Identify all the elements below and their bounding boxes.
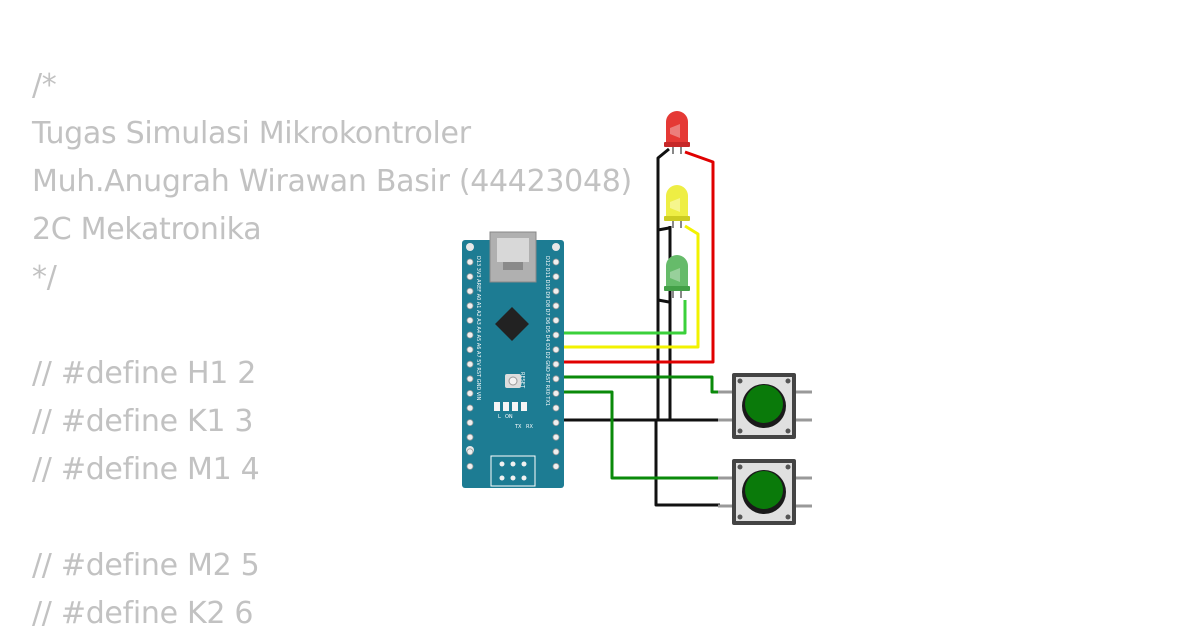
- header-pin[interactable]: [466, 331, 474, 339]
- l-label: L: [498, 414, 501, 420]
- arduino-nano-board[interactable]: RESET ON L TX RX D13 3V3 AREF A0 A1 A2 A…: [462, 231, 564, 488]
- code-line: */: [32, 260, 57, 295]
- header-pin[interactable]: [552, 360, 560, 368]
- left-pin-header: [466, 258, 474, 470]
- header-pin[interactable]: [552, 419, 560, 427]
- header-pin[interactable]: [552, 448, 560, 456]
- header-pin[interactable]: [552, 258, 560, 266]
- led-yellow[interactable]: [664, 185, 690, 228]
- code-line: // #define K2 6: [32, 596, 254, 631]
- header-pin[interactable]: [466, 360, 474, 368]
- header-pin[interactable]: [552, 287, 560, 295]
- code-line: // #define K1 3: [32, 404, 254, 439]
- header-pin[interactable]: [466, 462, 474, 470]
- header-pin[interactable]: [552, 346, 560, 354]
- header-pin[interactable]: [466, 273, 474, 281]
- header-pin[interactable]: [466, 258, 474, 266]
- code-line: // #define H1 2: [32, 356, 257, 391]
- header-pin[interactable]: [552, 462, 560, 470]
- led-green[interactable]: [664, 255, 690, 298]
- on-label: ON: [505, 414, 513, 420]
- header-pin[interactable]: [466, 287, 474, 295]
- wire-green-dark-button2: [555, 390, 730, 480]
- header-pin[interactable]: [552, 316, 560, 324]
- header-pin[interactable]: [466, 346, 474, 354]
- button-cap-1[interactable]: [745, 385, 783, 423]
- button-cap-2[interactable]: [745, 471, 783, 509]
- header-pin[interactable]: [552, 302, 560, 310]
- header-pin[interactable]: [552, 273, 560, 281]
- reset-button[interactable]: [508, 376, 518, 386]
- header-pin[interactable]: [466, 316, 474, 324]
- header-pin[interactable]: [466, 433, 474, 441]
- tx-label: TX: [514, 424, 522, 430]
- header-pin[interactable]: [466, 448, 474, 456]
- wire-yellow: [555, 224, 700, 349]
- header-pin[interactable]: [552, 375, 560, 383]
- code-line: 2C Mekatronika: [32, 212, 262, 247]
- wire-green-dark-button1: [555, 375, 730, 394]
- pushbutton-2[interactable]: [718, 459, 812, 525]
- header-pin[interactable]: [466, 302, 474, 310]
- header-pin[interactable]: [552, 404, 560, 412]
- right-pin-labels: D12 D11 D10 D9 D8 D7 D6 D5 D4 D3 D2 GND …: [544, 256, 550, 406]
- header-pin[interactable]: [552, 389, 560, 397]
- header-pin[interactable]: [466, 375, 474, 383]
- left-pin-labels: D13 3V3 AREF A0 A1 A2 A3 A4 A5 A6 A7 5V …: [475, 256, 481, 401]
- rx-label: RX: [526, 424, 533, 430]
- header-pin[interactable]: [466, 404, 474, 412]
- code-line: Muh.Anugrah Wirawan Basir (44423048): [32, 164, 632, 199]
- microcontroller-chip: [495, 307, 529, 341]
- code-line: Tugas Simulasi Mikrokontroler: [32, 116, 471, 151]
- wire-black-gnd-bus: [555, 147, 720, 507]
- reset-label: RESET: [519, 372, 525, 389]
- header-pin[interactable]: [552, 433, 560, 441]
- header-pin[interactable]: [552, 331, 560, 339]
- led-red[interactable]: [664, 111, 690, 154]
- header-pin[interactable]: [466, 389, 474, 397]
- code-line: /*: [32, 68, 57, 103]
- right-pin-header: [552, 258, 560, 470]
- header-pin[interactable]: [466, 419, 474, 427]
- wires: [555, 147, 730, 507]
- icsp-header: [490, 455, 536, 487]
- pushbutton-1[interactable]: [718, 373, 812, 439]
- code-line: // #define M1 4: [32, 452, 260, 487]
- wire-green-light: [555, 300, 687, 335]
- wire-red: [555, 150, 715, 364]
- code-line: // #define M2 5: [32, 548, 260, 583]
